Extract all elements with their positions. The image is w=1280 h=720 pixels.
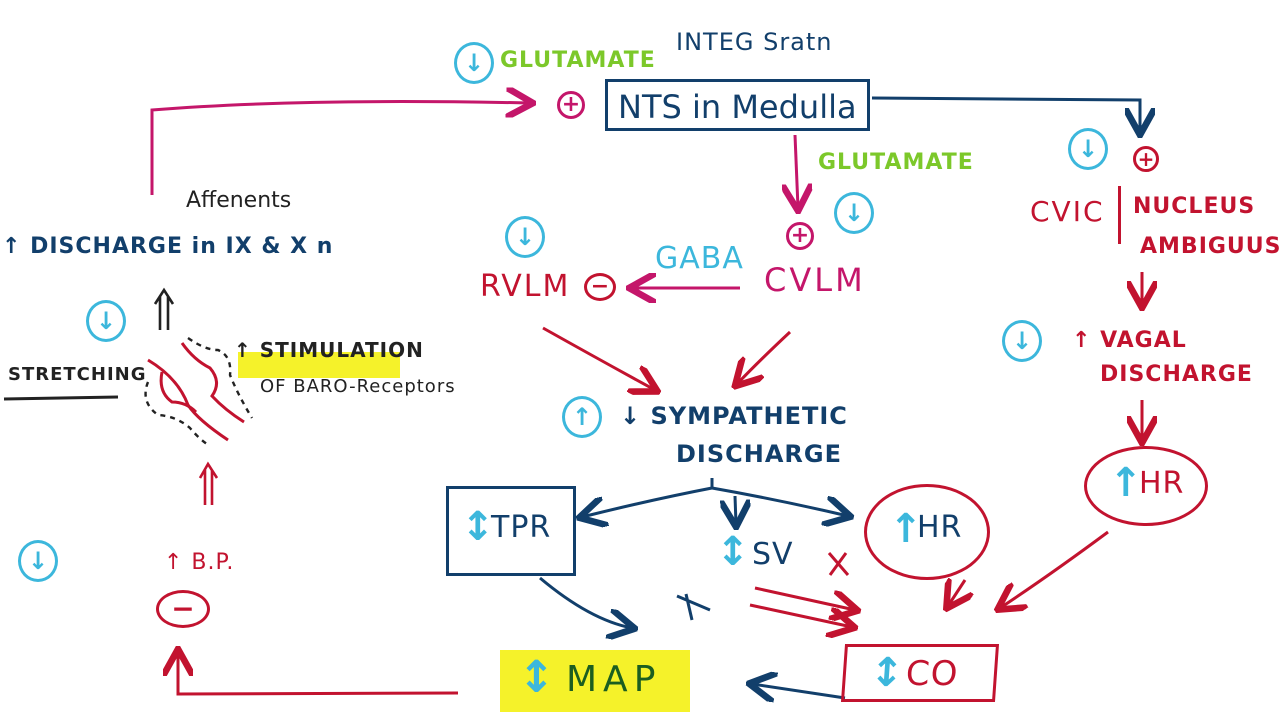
cvic-label: CVIC — [1030, 195, 1105, 228]
updown-arrow-icon: ↕ — [461, 504, 495, 550]
nts-label: NTS in Medulla — [618, 88, 857, 126]
hr-mid-node: ↑ HR — [864, 484, 990, 580]
bp-label: ↑ B.P. — [164, 550, 235, 575]
stimulation-label-line2: OF BARO-Receptors — [260, 376, 456, 397]
ambiguus-decrease-indicator: ↓ — [1068, 128, 1108, 170]
hr-right-label: HR — [1139, 466, 1185, 501]
stimulation-highlight — [238, 352, 400, 378]
nucleus-label-line2: AMBIGUUS — [1140, 234, 1280, 259]
bp-decrease-indicator: ↓ — [18, 540, 58, 582]
down-arrow-icon: ↓ — [1077, 135, 1099, 163]
hr-right-node: ↑ HR — [1084, 446, 1208, 526]
stimulation-label-line1: ↑ STIMULATION — [234, 338, 424, 362]
baroreceptor-sketch — [144, 337, 254, 448]
down-arrow-icon: ↓ — [95, 307, 117, 335]
tpr-node: ↕ TPR — [446, 486, 576, 576]
plus-icon: + — [1137, 147, 1155, 171]
nts-excitatory-sign: + — [557, 91, 585, 119]
baroreceptor-decrease-indicator: ↓ — [86, 300, 126, 342]
tpr-to-map-arrow — [539, 576, 632, 628]
sympathetic-to-hr-arrow — [711, 486, 848, 516]
sv-updown-arrow-icon: ↕ — [716, 529, 750, 575]
map-to-bp-arrow — [178, 652, 459, 696]
sympathetic-label-line1: ↓ SYMPATHETIC — [620, 402, 848, 430]
nucleus-label-line1: NUCLEUS — [1133, 194, 1256, 219]
sympathetic-label-line2: DISCHARGE — [676, 440, 842, 468]
updown-arrow-icon: ↕ — [518, 652, 555, 703]
rvlm-node: RVLM — [480, 269, 571, 304]
hr-right-to-co-arrow — [1000, 530, 1109, 608]
stretching-label: STRETCHING — [8, 364, 147, 385]
minus-icon: − — [171, 592, 195, 625]
vagal-decrease-indicator: ↓ — [1002, 320, 1042, 362]
down-arrow-icon: ↓ — [843, 199, 865, 227]
down-arrow-icon: ↓ — [27, 547, 49, 575]
hr-mid-to-co-arrow — [948, 580, 965, 606]
baroreceptor-to-discharge-arrow — [153, 287, 175, 330]
vagal-label-line2: DISCHARGE — [1100, 362, 1253, 387]
tpr-label: TPR — [491, 510, 552, 545]
bp-inhibitory-sign: − — [156, 590, 210, 628]
up-arrow-icon: ↑ — [571, 403, 593, 431]
discharge-label: ↑ DISCHARGE in IX & X n — [2, 234, 334, 259]
glutamate-mid-label: GLUTAMATE — [818, 150, 974, 175]
cross-sv-hr — [827, 552, 850, 576]
minus-icon: − — [590, 274, 610, 299]
updown-arrow-icon: ↕ — [868, 650, 906, 696]
up-arrow-icon: ↑ — [1109, 460, 1143, 506]
cross-tpr-sv — [676, 593, 711, 621]
co-label: CO — [904, 654, 960, 694]
co-to-map-arrow — [752, 684, 846, 698]
sympathetic-branch — [582, 478, 714, 517]
sympathetic-to-sv-arrow — [735, 495, 736, 524]
bp-to-baroreceptor-arrow — [198, 461, 219, 505]
sv-to-co-arrow-2 — [749, 603, 852, 627]
rvlm-decrease-indicator: ↓ — [505, 216, 545, 258]
co-node: ↕ CO — [840, 644, 1000, 702]
nts-decrease-indicator: ↓ — [454, 42, 494, 84]
vagal-label-line1: ↑ VAGAL — [1072, 328, 1187, 353]
cvlm-decrease-indicator: ↓ — [834, 192, 874, 234]
glutamate-top-label: GLUTAMATE — [500, 48, 656, 73]
sv-to-co-arrow-1 — [754, 586, 855, 610]
nts-to-cvlm-arrow — [795, 134, 798, 208]
plus-icon: + — [790, 223, 810, 248]
cvlm-node: CVLM — [764, 261, 866, 299]
cvlm-excitatory-sign: + — [786, 222, 814, 250]
afferents-label: Affenents — [186, 188, 292, 213]
ambiguus-excitatory-sign: + — [1133, 146, 1159, 172]
hr-mid-label: HR — [917, 510, 963, 545]
rvlm-inhibitory-sign: − — [584, 273, 616, 301]
cvlm-to-sympathetic-arrow — [737, 330, 792, 384]
rvlm-to-sympathetic-arrow — [542, 326, 655, 390]
cvic-divider — [1118, 186, 1121, 244]
nts-node: NTS in Medulla — [605, 79, 870, 131]
sv-node: SV — [752, 537, 794, 572]
nts-to-ambiguus-arrow — [871, 96, 1140, 132]
down-arrow-icon: ↓ — [514, 223, 536, 251]
map-label: MAP — [566, 659, 662, 700]
afferent-arrow — [150, 102, 530, 195]
down-arrow-icon: ↓ — [1011, 327, 1033, 355]
gaba-label: GABA — [655, 241, 744, 276]
down-arrow-icon: ↓ — [463, 49, 485, 77]
plus-icon: + — [561, 92, 581, 117]
up-arrow-icon: ↑ — [889, 506, 923, 552]
stretching-underline — [3, 395, 119, 401]
integration-station-note: INTEG Sratn — [676, 28, 833, 56]
map-node: ↕ MAP — [500, 650, 690, 712]
sympathetic-increase-indicator: ↑ — [562, 396, 602, 438]
